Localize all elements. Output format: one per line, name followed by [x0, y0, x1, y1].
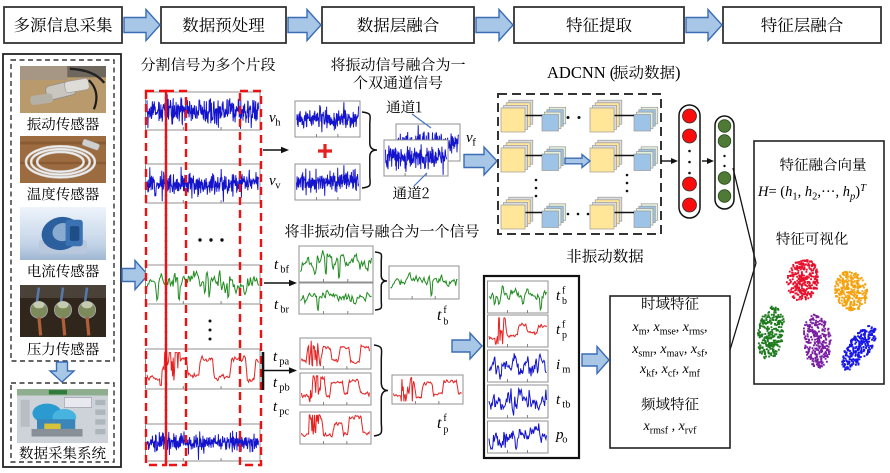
svg-text:t: t [437, 415, 442, 432]
svg-text:p: p [443, 424, 448, 435]
svg-text:pa: pa [279, 357, 289, 368]
svg-text:xkf, xcf, xmf: xkf, xcf, xmf [639, 362, 701, 380]
svg-text:v: v [466, 130, 473, 146]
svg-text:t: t [556, 322, 561, 338]
svg-text:v: v [269, 173, 276, 189]
svg-text:tb: tb [562, 400, 570, 411]
svg-text:t: t [274, 257, 279, 273]
svg-text:b: b [443, 316, 448, 327]
svg-text:t: t [273, 349, 278, 365]
svg-text:br: br [280, 305, 289, 316]
svg-text:f: f [472, 137, 476, 149]
svg-text:xm, xmse, xrms,: xm, xmse, xrms, [631, 320, 707, 338]
svg-text:m: m [562, 365, 570, 376]
svg-text:f: f [443, 305, 447, 316]
svg-text:v: v [269, 110, 276, 126]
svg-text:t: t [437, 307, 442, 324]
svg-text:t: t [273, 375, 278, 391]
svg-text:v: v [275, 181, 281, 192]
svg-text:b: b [562, 296, 567, 307]
svg-text:f: f [562, 319, 566, 330]
svg-text:xrmsf , xrvf: xrmsf , xrvf [643, 419, 698, 437]
svg-text:pc: pc [279, 407, 289, 418]
svg-text:bf: bf [280, 265, 289, 276]
svg-text:ADCNN (: ADCNN ( [547, 63, 615, 82]
svg-text:p: p [555, 427, 564, 443]
svg-text:t: t [273, 399, 278, 415]
svg-text:pb: pb [279, 383, 290, 394]
svg-text:o: o [562, 435, 567, 446]
svg-text:f: f [562, 285, 566, 296]
svg-text:t: t [556, 288, 561, 304]
svg-text:h: h [275, 118, 281, 129]
svg-text:i: i [556, 357, 560, 373]
svg-text:p: p [562, 330, 567, 341]
svg-text:t: t [274, 297, 279, 313]
svg-text:f: f [443, 413, 447, 424]
svg-text:t: t [556, 392, 561, 408]
svg-text:H= (h1, h2,···, hp)T: H= (h1, h2,···, hp)T [757, 183, 867, 203]
svg-text:): ) [675, 63, 681, 82]
svg-text:xsmr, xmav, xsf,: xsmr, xmav, xsf, [631, 342, 708, 360]
